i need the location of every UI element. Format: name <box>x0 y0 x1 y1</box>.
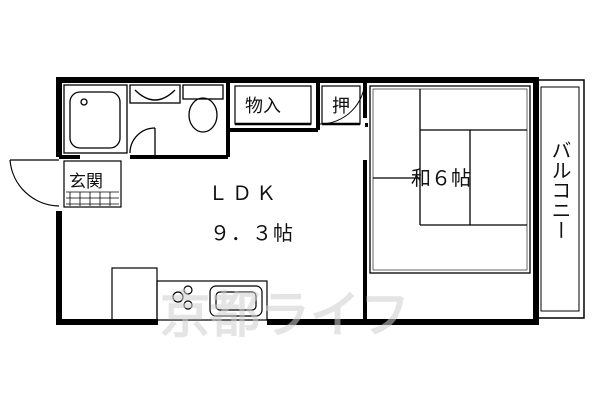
ldk-size-label: ９．３帖 <box>210 221 294 245</box>
bathroom <box>63 84 224 155</box>
genkan-label: 玄関 <box>69 172 103 192</box>
watermark: 京都ライフ <box>160 286 410 344</box>
outer-walls <box>56 77 539 325</box>
balcony-label: バルコニー <box>548 140 572 240</box>
closets <box>234 79 366 126</box>
monoire-label: 物入 <box>245 96 281 117</box>
interior-walls <box>59 80 368 322</box>
kitchen <box>111 267 268 321</box>
oshi-label: 押 <box>332 96 350 117</box>
washitsu-label: 和６帖 <box>411 166 471 190</box>
washitsu-tatami <box>369 85 531 274</box>
ldk-label: ＬＤＫ <box>208 181 280 205</box>
genkan <box>9 159 122 208</box>
